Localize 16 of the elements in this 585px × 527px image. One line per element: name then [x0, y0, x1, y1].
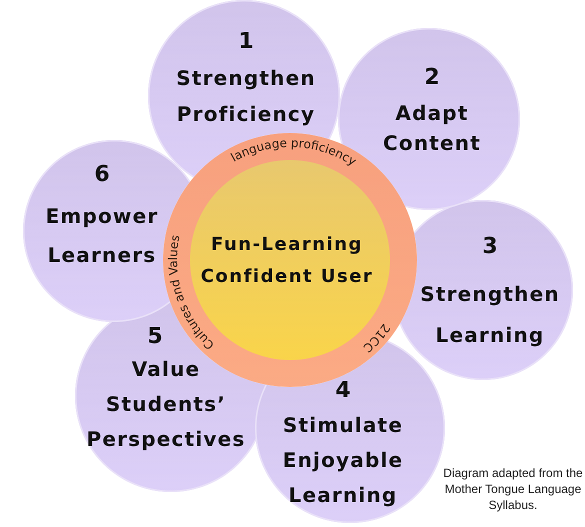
petal-title: Value Students’ Perspectives	[86, 356, 246, 452]
step-number: 6	[94, 162, 110, 188]
step-number: 2	[424, 65, 440, 91]
step-number: 1	[238, 29, 254, 55]
petal-title: Empower Learners	[46, 202, 158, 268]
petal-circle	[75, 300, 267, 492]
petal-title: Strengthen Learning	[420, 280, 560, 348]
step-number: 5	[147, 324, 163, 350]
center-title: Fun-Learning Confident User	[200, 233, 374, 289]
caption-text: Diagram adapted from the Mother Tongue Language Syllabus.	[442, 465, 584, 513]
step-number: 4	[335, 378, 351, 404]
petal-circle	[399, 200, 573, 380]
petal-title: Strengthen Proficiency	[176, 65, 316, 128]
petal-title: Adapt Content	[383, 100, 481, 157]
petal-title: Stimulate Enjoyable Learning	[282, 412, 404, 508]
step-number: 3	[482, 234, 498, 260]
